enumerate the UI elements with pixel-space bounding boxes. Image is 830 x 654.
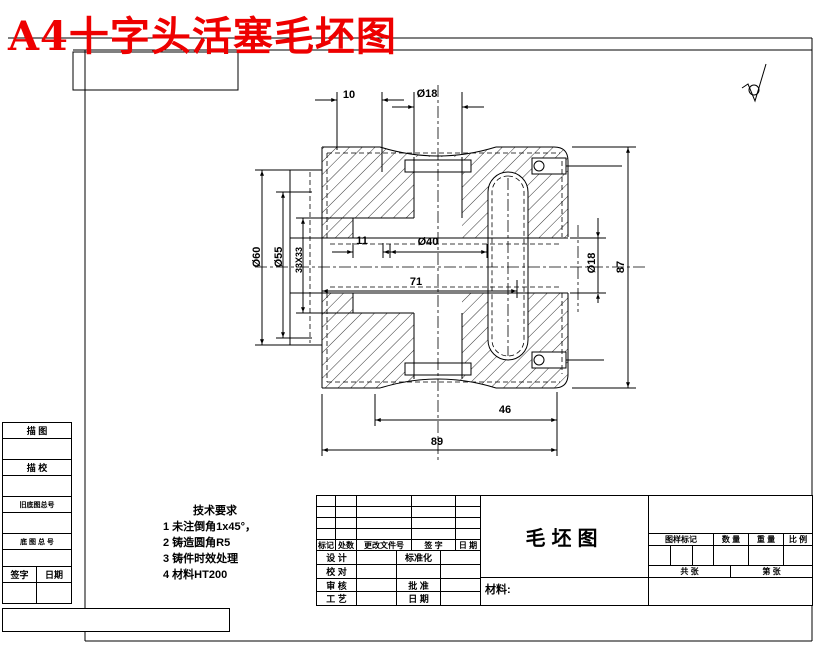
strip-blank — [2, 582, 37, 604]
strip-label-master-no: 底 图 总 号 — [2, 533, 72, 550]
surface-roughness-icon — [741, 63, 767, 103]
info-blank — [748, 545, 784, 566]
dim-left-outer-dia: Ø60 — [251, 246, 263, 268]
role-blank — [356, 578, 397, 592]
dim-overall-length: 89 — [430, 436, 444, 448]
info-blank — [692, 545, 714, 566]
strip-blank — [2, 512, 72, 534]
dim-top-hole-dia: Ø18 — [416, 88, 438, 100]
strip-bottom-bar — [2, 608, 230, 632]
role-audit: 审 核 — [316, 578, 357, 592]
role-process: 工 艺 — [316, 591, 357, 606]
dim-half-length: 46 — [498, 404, 512, 416]
centerlines — [255, 85, 645, 462]
page-title: A4十字头活塞毛坯图 — [8, 13, 397, 60]
strip-blank — [2, 475, 72, 497]
dim-right-hole-dia: Ø18 — [586, 252, 598, 274]
role-check: 校 对 — [316, 564, 357, 579]
dim-top-offset: 10 — [342, 89, 356, 101]
strip-label-old-master-no: 旧底图总号 — [2, 496, 72, 513]
strip-sign-label: 签字 — [2, 566, 37, 583]
role-blank — [356, 591, 397, 606]
role-design: 设 计 — [316, 550, 357, 565]
tech-req-title: 技术要求 — [193, 505, 237, 517]
strip-date-label: 日期 — [36, 566, 72, 583]
strip-blank — [2, 549, 72, 567]
tech-req-item: 1 未注倒角1x45°， — [163, 521, 257, 533]
info-blank — [670, 545, 693, 566]
material-label: 材料: — [480, 577, 649, 606]
role-blank — [440, 564, 481, 579]
role-blank — [440, 591, 481, 606]
tech-req-item: 4 材料HT200 — [163, 569, 228, 581]
info-blank — [648, 545, 671, 566]
piston-body-section — [289, 146, 622, 389]
dim-overall-height: 87 — [615, 260, 627, 274]
hidden-lines — [309, 152, 563, 383]
strip-blank — [36, 582, 72, 604]
technical-requirements: 技术要求 1 未注倒角1x45°， 2 铸造圆角R5 3 铸件时效处理 4 材料… — [163, 503, 323, 583]
info-blank-bottom — [648, 577, 813, 606]
dim-left-slot: 33X33 — [294, 246, 304, 274]
role-date: 日 期 — [396, 591, 441, 606]
info-blank — [713, 545, 749, 566]
strip-label-tracing: 描 图 — [2, 422, 72, 439]
info-header-scale: 比 例 — [783, 533, 813, 546]
tech-req-item: 3 铸件时效处理 — [163, 553, 239, 565]
tech-req-item: 2 铸造圆角R5 — [163, 537, 231, 549]
role-blank — [356, 564, 397, 579]
dim-left-inner-dia: Ø55 — [273, 246, 285, 268]
role-blank — [396, 564, 441, 579]
role-approve: 批 准 — [396, 578, 441, 592]
dim-mid-offset: 11 — [356, 235, 368, 247]
dimension-lines — [255, 92, 636, 456]
role-standard: 标准化 — [396, 550, 441, 565]
dim-mid-bore-dia: Ø40 — [417, 236, 439, 248]
role-blank — [440, 578, 481, 592]
strip-blank — [2, 438, 72, 460]
drawing-name: 毛坯图 — [480, 495, 649, 578]
info-blank — [783, 545, 813, 566]
info-blank-top — [648, 495, 813, 534]
role-blank — [440, 550, 481, 565]
strip-label-tracing-check: 描 校 — [2, 459, 72, 476]
role-blank — [356, 550, 397, 565]
dim-mid-length: 71 — [409, 276, 423, 288]
